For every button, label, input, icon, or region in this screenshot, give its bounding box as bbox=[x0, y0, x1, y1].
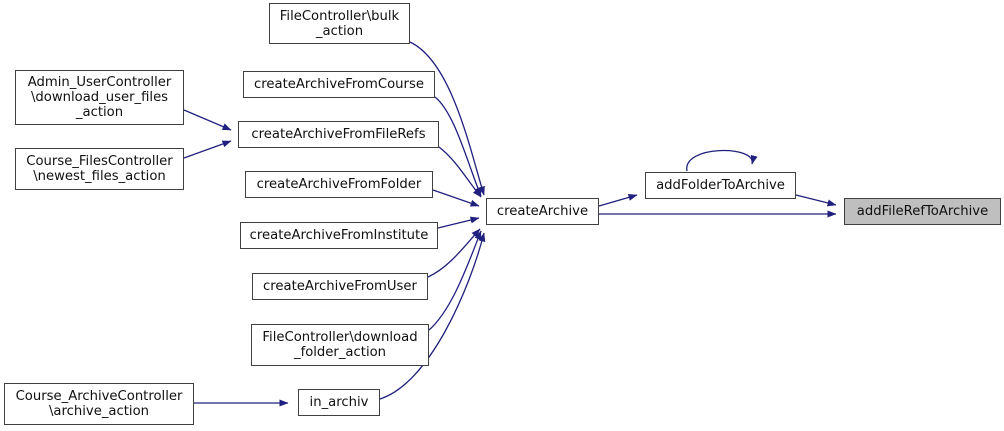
node-label-admin_usercontroller_download_user_files_action: Admin_UserController \download_user_file… bbox=[27, 75, 172, 120]
node-addfilereftoarchive[interactable]: addFileRefToArchive bbox=[844, 198, 1001, 225]
edge-createarchivefromfilerefs-to-createarchive bbox=[438, 146, 482, 198]
edge-addfoldertoarchive-to-addfoldertoarchive bbox=[686, 149, 758, 172]
node-label-createarchivefromcourse: createArchiveFromCourse bbox=[254, 77, 424, 92]
node-label-createarchivefromfolder: createArchiveFromFolder bbox=[256, 177, 422, 192]
node-course_archivecontroller_archive_action[interactable]: Course_ArchiveController \archive_action bbox=[4, 383, 194, 425]
edge-in_archiv-to-createarchive bbox=[379, 232, 486, 400]
node-label-addfoldertoarchive: addFolderToArchive bbox=[656, 178, 785, 193]
edge-createarchivefromfolder-to-createarchive bbox=[432, 189, 480, 207]
node-label-course_archivecontroller_archive_action: Course_ArchiveController \archive_action bbox=[15, 389, 183, 419]
node-label-in_archiv: in_archiv bbox=[309, 395, 369, 410]
node-addfoldertoarchive[interactable]: addFolderToArchive bbox=[645, 172, 796, 199]
node-admin_usercontroller_download_user_files_action[interactable]: Admin_UserController \download_user_file… bbox=[15, 70, 184, 125]
node-label-course_filescontroller_newest_files_action: Course_FilesController \newest_files_act… bbox=[26, 154, 173, 184]
node-label-filecontroller_bulk_action: FileController\bulk _action bbox=[279, 8, 400, 39]
node-in_archiv[interactable]: in_archiv bbox=[298, 389, 380, 416]
node-createarchivefromcourse[interactable]: createArchiveFromCourse bbox=[243, 71, 435, 98]
node-label-createarchive: createArchive bbox=[496, 204, 589, 219]
node-filecontroller_download_folder_action[interactable]: FileController\download _folder_action bbox=[251, 324, 429, 366]
edge-createarchive-to-addfoldertoarchive bbox=[598, 194, 638, 207]
edge-course_filescontroller_newest_files_action-to-createarchivefromfilerefs bbox=[183, 140, 232, 159]
node-course_filescontroller_newest_files_action[interactable]: Course_FilesController \newest_files_act… bbox=[15, 148, 184, 190]
edge-createarchivefromcourse-to-createarchive bbox=[434, 96, 482, 197]
edge-admin_usercontroller_download_user_files_action-to-createarchivefromfilerefs bbox=[183, 109, 232, 131]
node-label-addfilereftoarchive: addFileRefToArchive bbox=[856, 204, 989, 219]
node-label-filecontroller_download_folder_action: FileController\download _folder_action bbox=[262, 330, 418, 360]
node-createarchive[interactable]: createArchive bbox=[486, 198, 599, 225]
node-createarchivefromfolder[interactable]: createArchiveFromFolder bbox=[245, 171, 433, 198]
node-label-createarchivefrominstitute: createArchiveFromInstitute bbox=[249, 228, 429, 243]
node-label-createarchivefromuser: createArchiveFromUser bbox=[263, 279, 417, 294]
edge-addfoldertoarchive-to-addfilereftoarchive bbox=[795, 194, 837, 207]
node-createarchivefromfilerefs[interactable]: createArchiveFromFileRefs bbox=[238, 121, 439, 148]
node-label-createarchivefromfilerefs: createArchiveFromFileRefs bbox=[251, 127, 426, 142]
edge-createarchivefrominstitute-to-createarchive bbox=[437, 216, 480, 229]
node-createarchivefrominstitute[interactable]: createArchiveFromInstitute bbox=[240, 222, 438, 249]
node-createarchivefromuser[interactable]: createArchiveFromUser bbox=[252, 273, 428, 300]
node-filecontroller_bulk_action[interactable]: FileController\bulk _action bbox=[269, 3, 410, 44]
